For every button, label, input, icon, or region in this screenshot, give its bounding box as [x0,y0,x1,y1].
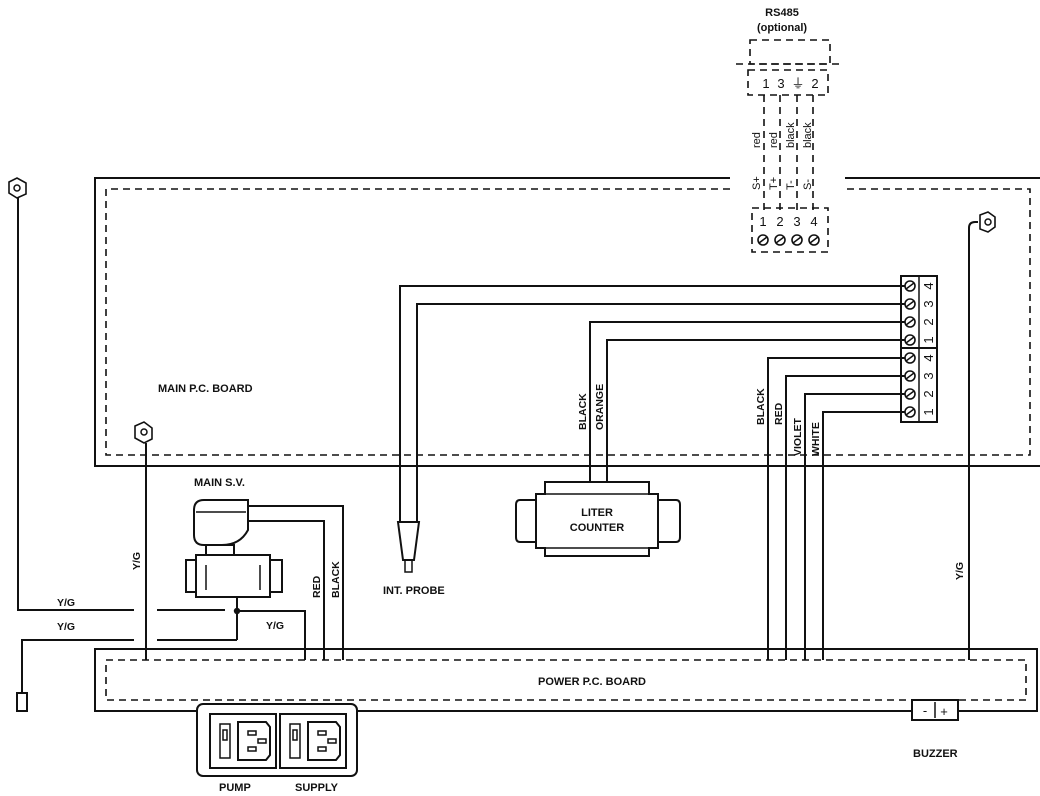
upper-pin-2: 2 [921,318,936,325]
upper-pin-3: 3 [921,300,936,307]
rs485-wire-color-3: black [785,122,797,148]
buzzer-minus: - [923,703,927,718]
rs485-wire-color-2: red [768,132,780,148]
sv-yg-label: Y/G [266,620,284,632]
supply-label: SUPPLY [295,782,339,794]
sv-red-label: RED [311,575,323,598]
left-yg-label-top: Y/G [57,597,75,609]
buzzer-label: BUZZER [913,748,958,760]
rs485-bottom-pin-2: 2 [776,214,783,229]
power-wire-white-label: WHITE [810,422,822,456]
rs485-bottom-pin-1: 1 [759,214,766,229]
rs485-signal-t-plus: T+ [768,177,780,190]
rs485-ground-symbol: ⏚ [791,76,804,91]
main-board-ground-stud [134,421,153,660]
main-board-yg-label: Y/G [131,552,143,570]
buzzer-plus: + [940,704,948,719]
liter-counter-orange-label: ORANGE [594,384,606,430]
left-yg-label-bottom: Y/G [57,621,75,633]
liter-counter: LITER COUNTER [515,481,681,557]
rs485-top-pin-1: 1 [762,76,769,91]
supply-socket [279,713,347,769]
pump-socket [209,713,277,769]
rs485-connector: RS485 (optional) 1 3 ⏚ 2 red red black b… [736,7,842,253]
lower-pin-4: 4 [921,354,936,361]
pump-label: PUMP [219,782,251,794]
rs485-signal-t-minus: T- [785,180,797,190]
power-wire-violet-label: VIOLET [792,417,804,456]
rs485-optional-label: (optional) [757,22,807,34]
liter-counter-black-label: BLACK [577,393,589,430]
upper-pin-4: 4 [921,282,936,289]
right-yg-label: Y/G [954,562,966,580]
rs485-top-pin-3: 3 [777,76,784,91]
right-ground-stud [968,211,996,660]
main-solenoid-valve [185,499,344,660]
rs485-label: RS485 [765,7,799,19]
main-board-label: MAIN P.C. BOARD [158,383,253,395]
rs485-signal-s-plus: S+ [751,176,763,190]
power-sockets [196,703,358,777]
rs485-top-pin-2: 2 [811,76,818,91]
buzzer: - + [911,699,959,721]
lower-pin-3: 3 [921,372,936,379]
rs485-bottom-pin-4: 4 [810,214,817,229]
power-board-label: POWER P.C. BOARD [538,676,646,688]
power-signal-wires [767,357,905,660]
int-probe-label: INT. PROBE [383,585,445,597]
power-wire-red-label: RED [773,402,785,425]
power-pc-board: POWER P.C. BOARD [94,648,1038,712]
rs485-screw-terminals [757,234,820,246]
sv-black-label: BLACK [330,561,342,598]
liter-counter-label-line2: COUNTER [570,522,624,534]
main-sv-label: MAIN S.V. [194,477,245,489]
terminal-block-upper: 4 3 2 1 [900,275,938,349]
power-wire-black-label: BLACK [755,388,767,425]
terminal-block-lower: 4 3 2 1 [900,347,938,423]
lower-pin-2: 2 [921,390,936,397]
liter-counter-label-line1: LITER [581,507,613,519]
rs485-wire-color-4: black [802,122,814,148]
left-ground-wires [8,177,237,712]
rs485-bottom-pin-3: 3 [793,214,800,229]
liter-counter-wires [589,321,905,482]
int-probe-wires [396,285,905,573]
rs485-wire-color-1: red [751,132,763,148]
upper-pin-1: 1 [921,336,936,343]
main-pc-board: MAIN P.C. BOARD [94,177,1040,467]
lower-pin-1: 1 [921,408,936,415]
rs485-signal-s-minus: S- [802,179,814,190]
